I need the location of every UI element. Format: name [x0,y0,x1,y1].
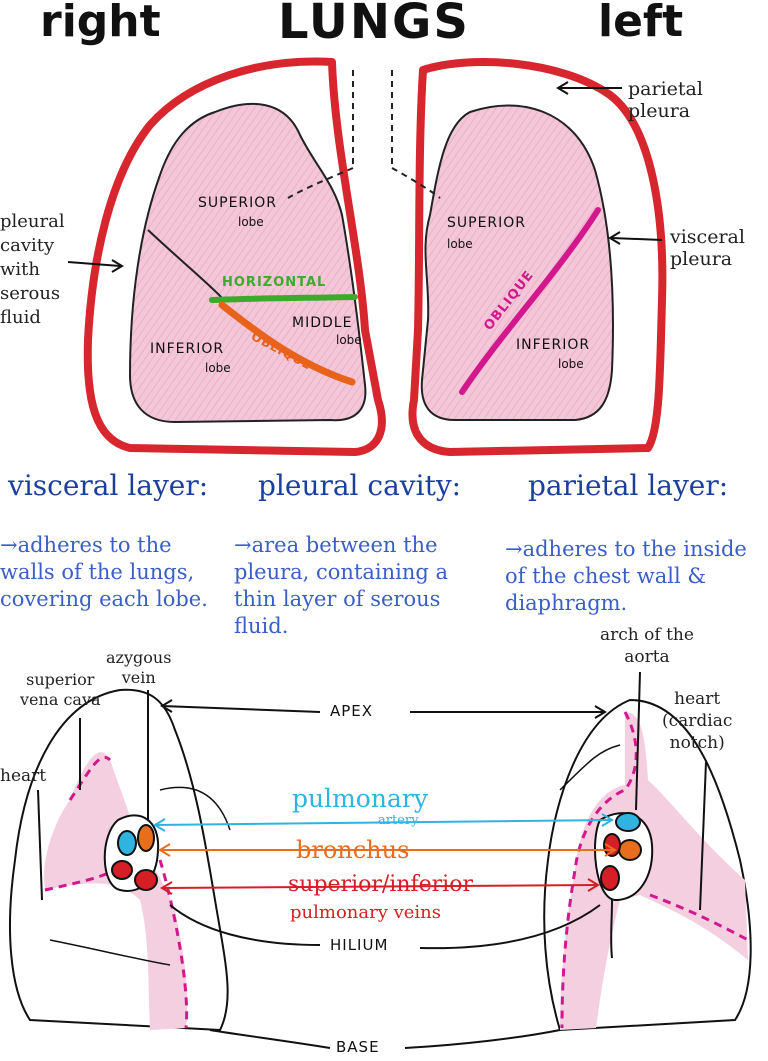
apex-arrow-right-head [594,705,607,719]
right-pink-dash-2 [158,859,189,1029]
middle-sub: lobe [336,333,362,347]
left-lung [420,104,615,421]
def-parietal-text: →adheres to the inside of the chest wall… [505,537,747,615]
left-vein-b [600,865,620,891]
veins-arrow-head-r [587,878,600,892]
heart-left-pointer [699,761,707,911]
pulmonary-veins-label: superior/inferior [288,872,473,897]
base-label: BASE [336,1038,380,1056]
parietal-pleura-label: parietal pleura [628,78,703,122]
def-cavity-text: →area between the pleura, containing a t… [234,533,449,638]
bronchus-label: bronchus [296,836,410,864]
left-ligament [610,899,613,959]
azygous-label: azygous vein [106,648,172,687]
right-lung-pink-band [44,752,188,1030]
right-upper-line [147,229,223,299]
hilum-arrow-right [419,904,601,950]
artery-arrow [154,819,613,826]
right-lobe-line [159,786,231,831]
left-superior-sub: lobe [447,237,473,251]
def-parietal-term: parietal layer: [528,469,729,502]
def-visceral-text: →adheres to the walls of the lungs, cove… [0,533,208,611]
visceral-pleura-label: visceral pleura [670,226,745,270]
left-inferior-label: INFERIOR [516,337,591,353]
oblique-fissure-left [459,207,601,395]
left-bronchus [618,839,642,861]
pleural-cavity-label: pleural cavity with serous fluid [0,211,65,328]
cavity-pointer-head [111,259,124,273]
right-bronchus-line [287,167,354,199]
middle-label: MIDDLE [292,315,353,331]
pulmonary-artery-sub: artery [378,813,419,828]
apex-label: APEX [330,702,374,720]
artery-arrow-head-l [153,818,166,832]
right-superior-sub: lobe [238,215,264,229]
header-left: left [598,0,684,47]
right-lobe-line-2 [49,939,171,966]
apex-arrow-left [161,705,321,713]
base-arrow-right [404,1029,561,1049]
right-inferior-label: INFERIOR [150,341,225,357]
hilum-label: HILIUM [330,936,389,954]
cavity-pointer [67,261,121,267]
veins-arrow-head-l [160,881,173,895]
right-bronchus-a [137,824,155,852]
right-vein-a [111,860,133,880]
heart-left-label: heart (cardiac notch) [662,689,733,753]
right-artery [117,830,137,856]
oblique-fissure-right [218,301,356,386]
page-title: LUNGS [278,0,470,50]
visceral-pointer-head [608,231,621,245]
apex-arrow-left-head [160,699,173,713]
def-visceral-term: visceral layer: [8,469,209,502]
artery-arrow-head-r [601,813,614,827]
left-pink-dash-2 [649,893,749,942]
visceral-pointer [611,237,663,241]
heart-right-label: heart [0,766,47,786]
aorta-pointer [635,671,641,811]
pulmonary-veins-sub: pulmonary veins [290,902,442,923]
svc-label: superior vena cava [20,670,101,709]
pulmonary-artery-label: pulmonary [292,784,428,813]
header-right: right [40,0,161,47]
def-cavity-term: pleural cavity: [258,469,462,502]
right-superior-label: SUPERIOR [198,195,278,211]
veins-arrow [161,884,599,889]
horizontal-label: HORIZONTAL [222,275,327,290]
parietal-pointer-head [556,81,569,95]
left-lobe-line [559,744,621,791]
left-artery [615,812,641,832]
left-superior-label: SUPERIOR [447,215,527,231]
left-bronchus-line [391,167,441,199]
hilum-arrow-left [169,904,321,946]
aorta-label: arch of the aorta [600,625,694,667]
base-arrow-left [209,1029,331,1049]
right-pink-dash [68,756,112,801]
horizontal-fissure [209,294,358,303]
right-inferior-sub: lobe [205,361,231,375]
left-pink-dash [560,711,638,1029]
heart-right-pointer [37,789,43,901]
bronchus-arrow-head-l [158,843,171,857]
left-inferior-sub: lobe [558,357,584,371]
right-vein-b [134,869,158,891]
right-lung [128,102,367,424]
left-lung-pink-band [560,712,748,1030]
bronchus-arrow-head-r [604,843,617,857]
